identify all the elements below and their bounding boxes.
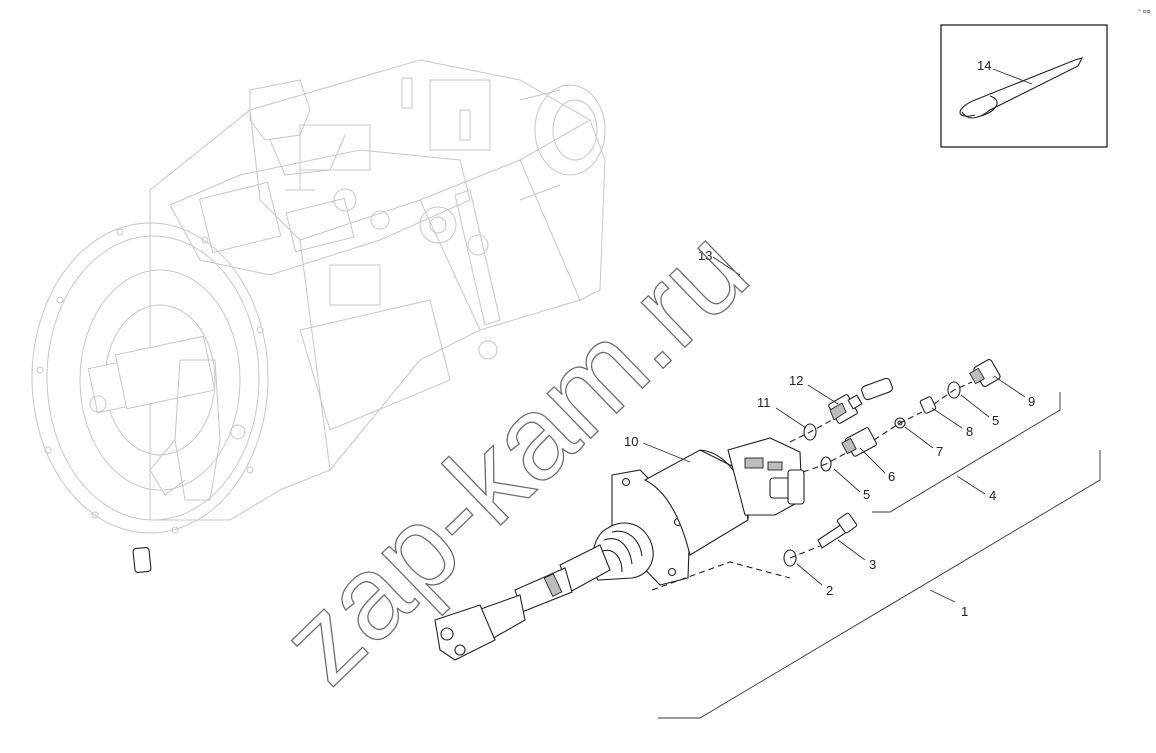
part-number-11: 11 [757,395,771,410]
leader-lines [642,68,1033,603]
part-number-8: 8 [966,424,973,439]
assembly-centrelines [651,381,973,591]
bolt-part-3 [817,512,858,549]
part-number-2: 2 [826,583,833,598]
assembly-bracket-4 [872,392,1061,513]
tube-part-13 [132,250,955,635]
o-ring-part-5-upper [947,381,961,399]
gearbox-assembly [31,59,606,534]
clutch-servo-part-10 [434,437,805,661]
part-number-1: 1 [961,604,968,619]
part-number-4: 4 [989,488,996,503]
part-number-6: 6 [888,469,895,484]
part-number-labels: 1 2 3 4 5 5 6 7 8 9 10 11 12 13 14 [624,58,1035,619]
plug-part-9 [969,359,1001,387]
union-part-12 [828,394,863,424]
part-number-13: 13 [698,248,712,263]
part-number-14: 14 [977,58,991,73]
o-ring-part-2 [783,549,797,567]
assembly-bracket-1 [658,450,1101,719]
part-number-3: 3 [869,557,876,572]
part-number-7: 7 [936,444,943,459]
nut-part-8 [919,396,937,414]
fitting-part-6 [841,427,878,457]
part-number-10: 10 [624,434,638,449]
part-number-12: 12 [789,373,803,388]
part-number-9: 9 [1028,394,1035,409]
corner-mark: ° ¤¤ [1138,8,1151,16]
inset-box-part-14 [940,24,1108,148]
o-ring-part-11 [803,423,817,441]
o-ring-part-5-lower [820,456,832,472]
part-number-5-lower: 5 [863,487,870,502]
part-number-5-upper: 5 [992,413,999,428]
